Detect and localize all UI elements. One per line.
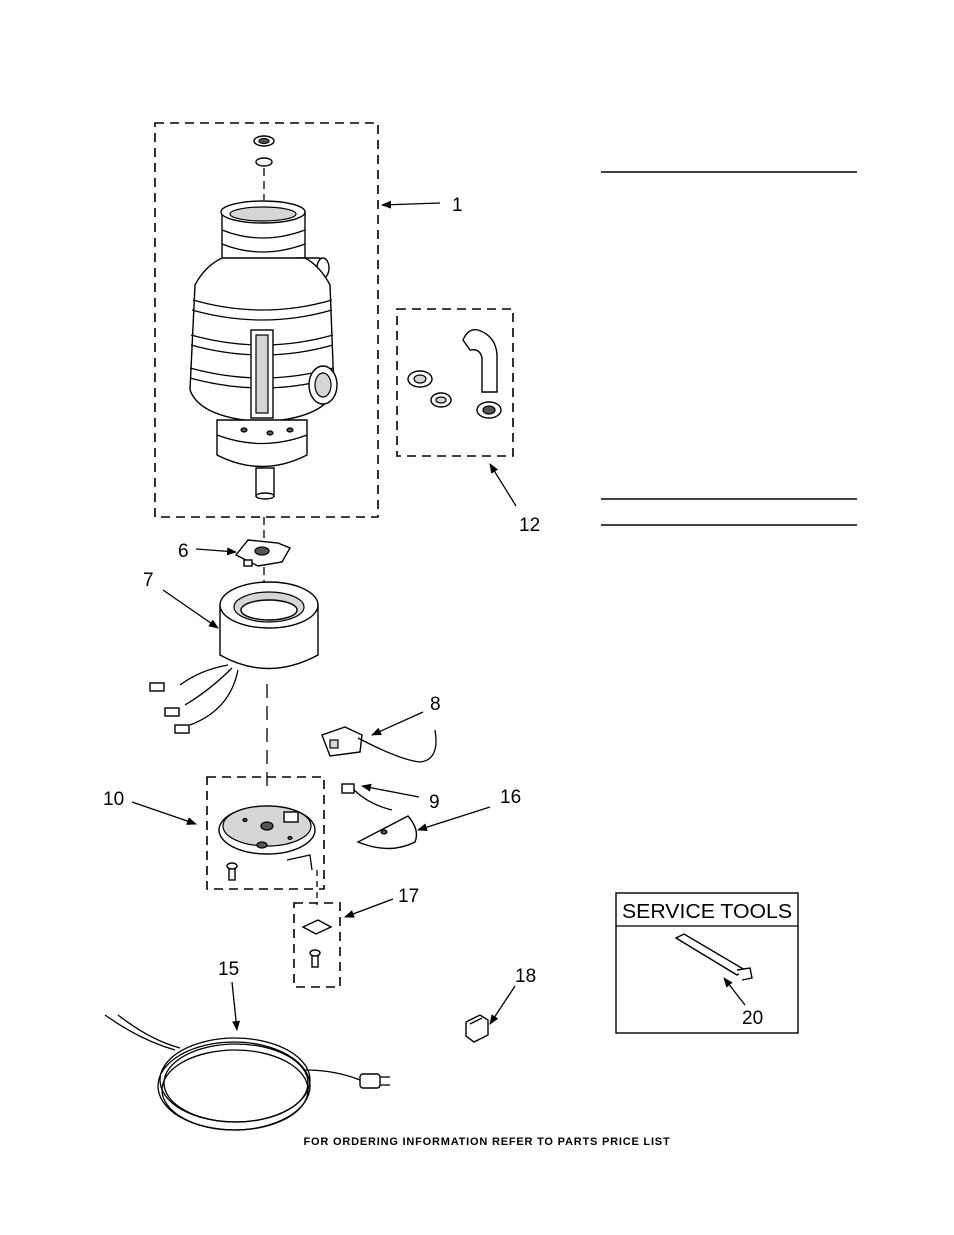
service-tools-box: [615, 892, 799, 1034]
part-10-group-box: [206, 776, 325, 890]
power-cord-part-15: [104, 1014, 390, 1131]
arrow-6: [195, 547, 237, 556]
callout-12: 12: [519, 515, 540, 536]
part-17-group-box: [293, 902, 341, 988]
arrow-15: [231, 981, 241, 1031]
cover-part-17: [301, 919, 333, 968]
arrow-8: [371, 711, 424, 736]
arrow-17: [344, 898, 394, 918]
clip-part-18: [465, 1014, 489, 1043]
arrow-9: [361, 783, 420, 798]
arrow-20: [723, 977, 746, 1006]
disposer-body-part-1: [189, 135, 338, 500]
callout-1: 1: [452, 195, 463, 216]
callout-7: 7: [143, 570, 154, 591]
service-tools-title: SERVICE TOOLS: [622, 901, 792, 923]
part-12-group-box: [396, 308, 514, 457]
callout-9: 9: [429, 792, 440, 813]
arrow-18: [489, 985, 516, 1025]
callout-6: 6: [178, 541, 189, 562]
callout-17: 17: [398, 886, 419, 907]
wrench-tool-part-20: [674, 933, 753, 981]
footer-note: FOR ORDERING INFORMATION REFER TO PARTS …: [304, 1136, 671, 1148]
callout-10: 10: [103, 789, 124, 810]
callout-16: 16: [500, 787, 521, 808]
callout-20: 20: [742, 1008, 763, 1029]
arrow-7: [162, 589, 219, 629]
part-1-group-box: [154, 122, 379, 518]
shield-part-16: [356, 815, 418, 850]
connector-part-9: [341, 783, 393, 811]
arrow-16: [417, 806, 491, 832]
fitting-part-6: [234, 539, 292, 567]
callout-18: 18: [515, 966, 536, 987]
arrow-1: [381, 200, 441, 209]
plate-part-10: [218, 805, 316, 881]
arrow-12: [489, 463, 517, 507]
callout-15: 15: [218, 959, 239, 980]
arrow-10: [131, 801, 197, 825]
mounting-kit-part-12: [407, 329, 502, 419]
callout-8: 8: [430, 694, 441, 715]
stator-part-7: [149, 581, 319, 734]
switch-part-8: [321, 726, 437, 763]
